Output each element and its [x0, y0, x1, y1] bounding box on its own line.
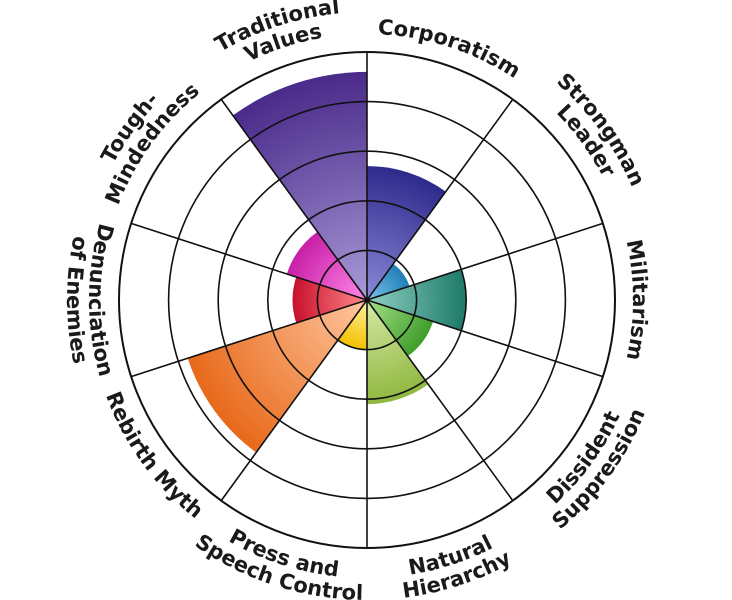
grid-group — [118, 51, 616, 549]
grid-spoke — [366, 98, 514, 301]
grid-spoke — [366, 299, 514, 502]
grid-spoke — [220, 98, 368, 301]
grid-spoke — [220, 299, 368, 502]
category-label: Militarism — [622, 238, 652, 363]
wedge-tough-mindedness — [286, 231, 367, 300]
wedge-denunciation-of-enemies — [292, 277, 367, 323]
wedge-press-and-speech-control — [337, 300, 367, 350]
grid-spoke — [366, 299, 604, 378]
grid-spoke — [366, 222, 604, 301]
wedge-group — [187, 71, 467, 453]
wedge-corporatism — [367, 166, 446, 300]
category-label: Corporatism — [377, 15, 524, 83]
category-label: Rebirth Myth — [101, 388, 208, 523]
wedge-rebirth-myth — [187, 300, 367, 453]
grid-spoke — [130, 222, 368, 301]
wedge-natural-hierarchy — [367, 300, 429, 405]
wedge-dissident-suppression — [367, 300, 434, 357]
grid-spoke — [130, 299, 368, 378]
wedge-strongman-leader — [367, 263, 410, 300]
